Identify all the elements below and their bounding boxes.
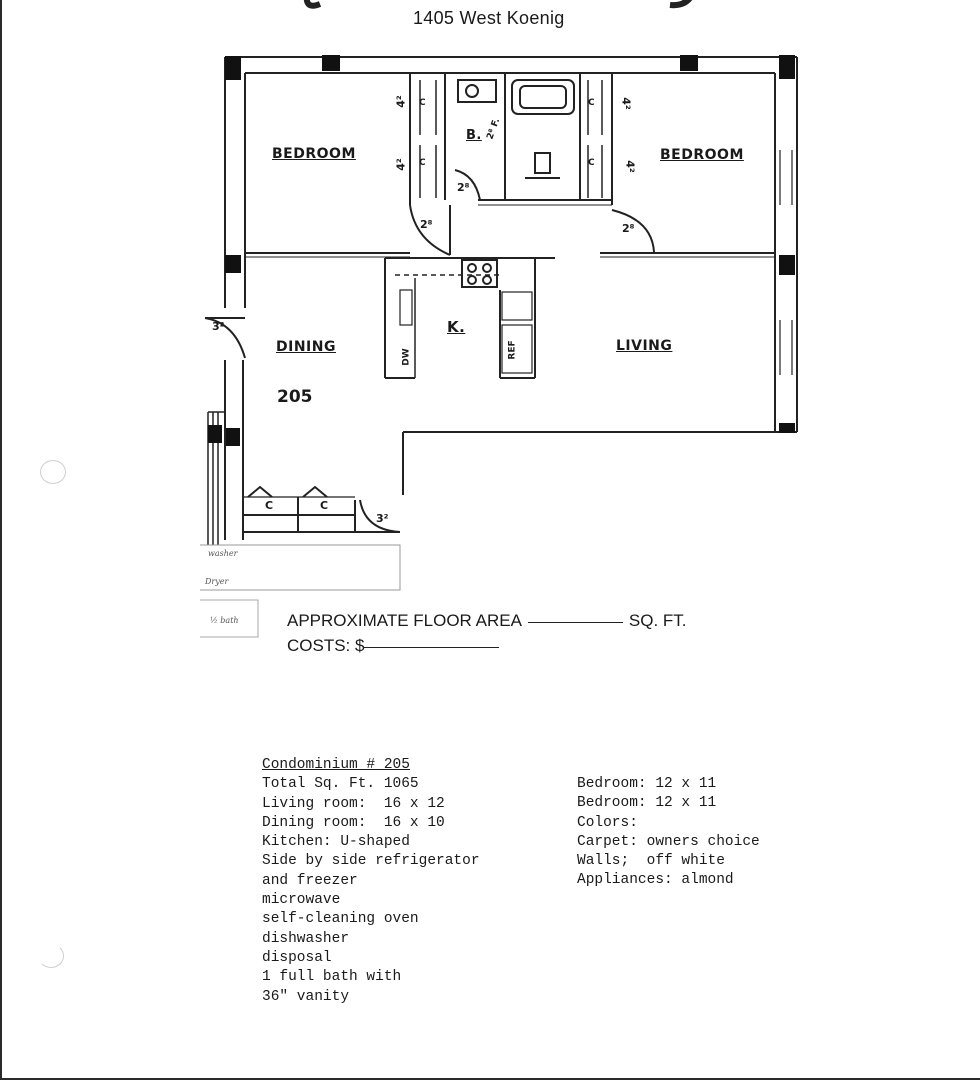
- spec-line: Colors:: [577, 814, 638, 831]
- kitchen-label: K.: [447, 318, 466, 336]
- dining-label: DINING: [276, 339, 336, 355]
- spec-line: Appliances: almond: [577, 872, 734, 889]
- dimension-mark: 4²: [623, 160, 637, 173]
- spec-line: Bedroom: 12 x 11: [577, 776, 717, 792]
- living-label: LIVING: [616, 338, 673, 354]
- closet-mark: C: [265, 499, 274, 512]
- dimension-mark: 2⁸: [420, 218, 433, 231]
- spec-line: Dining room: 16 x 10: [262, 814, 445, 831]
- closet-mark: C: [419, 98, 426, 108]
- floor-area-label: APPROXIMATE FLOOR AREA: [287, 611, 522, 630]
- refrigerator-label: REF: [507, 340, 518, 360]
- spec-line: disposal: [262, 949, 332, 966]
- cropped-title-artwork: [303, 0, 693, 9]
- handwritten-note: ½ bath: [210, 616, 239, 625]
- costs-blank: [364, 647, 500, 648]
- dimension-mark: 4²: [394, 95, 408, 108]
- spec-line: microwave: [262, 892, 341, 909]
- costs-line: COSTS: $: [287, 636, 500, 656]
- binder-hole: [40, 460, 66, 484]
- closet-mark: C: [588, 98, 595, 108]
- spec-line: dishwasher: [262, 930, 350, 947]
- dimension-mark: 3²: [212, 320, 225, 333]
- floor-area-blank: [527, 622, 623, 623]
- costs-label: COSTS: $: [287, 636, 365, 655]
- spec-line: 36" vanity: [262, 988, 350, 1005]
- bedroom-left-label: BEDROOM: [272, 146, 356, 162]
- handwritten-note: Dryer: [205, 577, 229, 586]
- spec-line: Walls; off white: [577, 853, 725, 870]
- spec-line: Carpet: owners choice: [577, 833, 760, 850]
- dimension-mark: 4²: [394, 158, 408, 171]
- dimension-mark: 3²: [376, 512, 389, 525]
- dishwasher-label: DW: [401, 348, 412, 366]
- closet-mark: C: [588, 158, 595, 168]
- bedroom-right-label: BEDROOM: [660, 147, 744, 163]
- closet-mark: C: [320, 499, 329, 512]
- spec-line: and freezer: [262, 872, 358, 889]
- condo-heading: Condominium # 205: [262, 757, 410, 773]
- floor-area-line: APPROXIMATE FLOOR AREA SQ. FT.: [287, 611, 687, 631]
- specs-right-column: Bedroom: 12 x 11 Bedroom: 12 x 11 Colors: C…: [577, 775, 760, 891]
- closet-mark: C: [419, 158, 426, 168]
- handwritten-note: washer: [208, 549, 238, 558]
- spec-line: Bedroom: 12 x 11: [577, 795, 717, 812]
- spec-line: Side by side refrigerator: [262, 853, 480, 870]
- binder-hole: [38, 944, 64, 968]
- bath-label: B.: [466, 128, 482, 143]
- dimension-mark: 2⁸: [622, 222, 635, 235]
- spec-line: Living room: 16 x 12: [262, 795, 445, 812]
- spec-line: Kitchen: U-shaped: [262, 834, 410, 851]
- floor-area-unit: SQ. FT.: [628, 611, 687, 630]
- building-address: 1405 West Koenig: [413, 8, 565, 28]
- spec-line: 1 full bath with: [262, 969, 402, 986]
- spec-line: self-cleaning oven: [262, 911, 419, 928]
- spec-line: Total Sq. Ft. 1065: [262, 776, 419, 793]
- dimension-mark: 4²: [619, 97, 633, 110]
- dimension-mark: 2⁸: [457, 181, 470, 194]
- unit-number: 205: [277, 387, 313, 407]
